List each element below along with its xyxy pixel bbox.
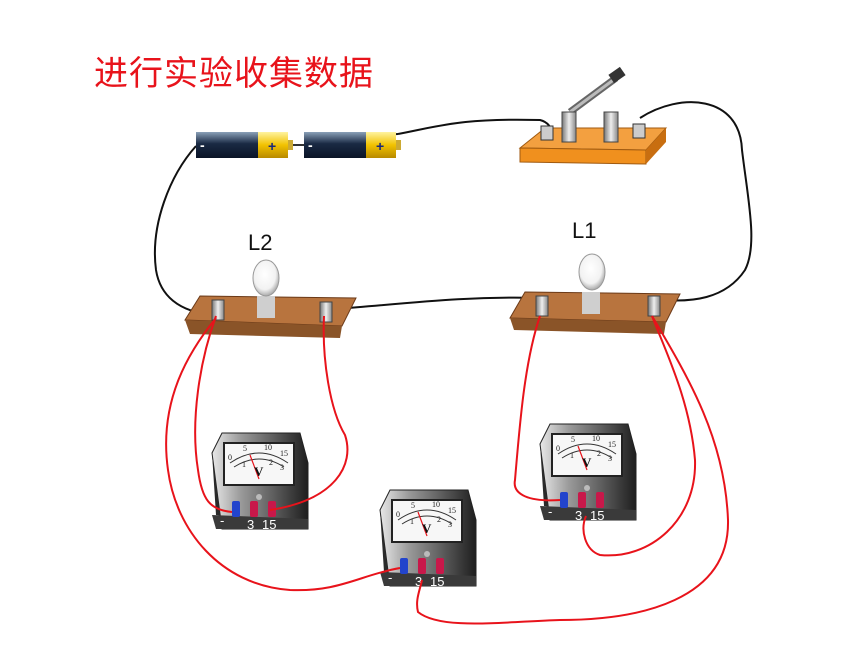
red-wires	[165, 315, 730, 625]
battery-cell: - +	[304, 132, 401, 158]
lamp-l2	[184, 259, 357, 338]
voltmeter-l1	[539, 423, 637, 524]
lamp-l1	[509, 253, 681, 334]
battery-negative-label: -	[308, 137, 313, 153]
battery-cell: - +	[196, 132, 293, 158]
battery-pack: - + - +	[196, 132, 401, 158]
battery-positive-label: +	[268, 138, 276, 154]
lamp-l1-label: L1	[572, 218, 596, 243]
battery-positive-label: +	[376, 138, 384, 154]
voltmeter-l2	[211, 432, 309, 533]
voltmeter-total	[379, 489, 477, 590]
page-title: 进行实验收集数据	[94, 54, 374, 94]
lamp-l2-label: L2	[248, 230, 272, 255]
battery-negative-label: -	[200, 137, 205, 153]
switch	[518, 66, 668, 165]
